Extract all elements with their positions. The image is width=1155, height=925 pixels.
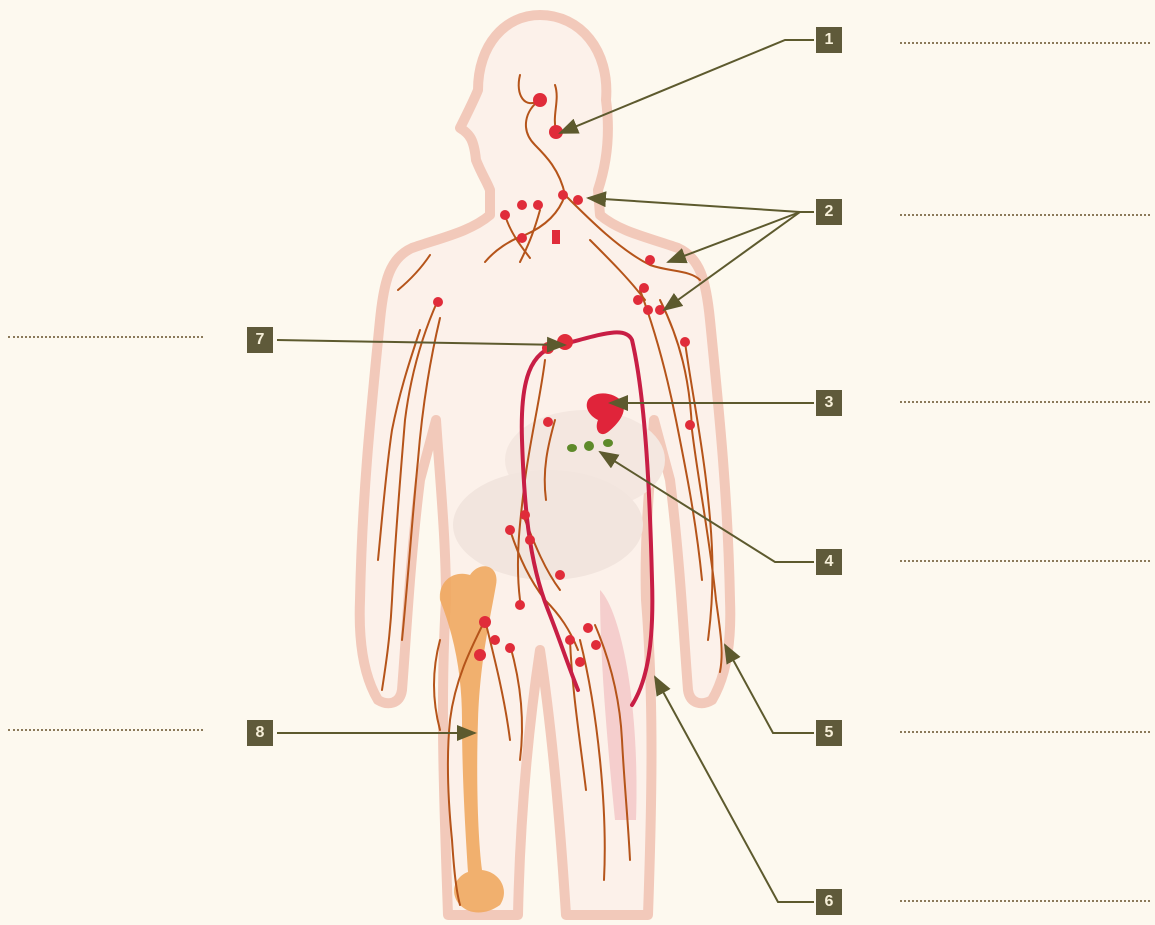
intestine-shape (453, 470, 643, 580)
answer-line-1 (900, 42, 1150, 48)
label-5: 5 (816, 720, 842, 746)
answer-line-2 (900, 214, 1150, 220)
leader-line-2a (588, 198, 814, 212)
leader-line-5 (725, 645, 814, 733)
answer-line-3 (900, 401, 1150, 407)
leader-line-2b (668, 212, 800, 262)
leader-line-6 (655, 677, 814, 902)
answer-line-8 (8, 729, 203, 735)
label-8: 8 (247, 720, 273, 746)
label-6: 6 (816, 889, 842, 915)
label-1: 1 (816, 27, 842, 53)
answer-line-4 (900, 560, 1150, 566)
label-3: 3 (816, 390, 842, 416)
label-2: 2 (816, 199, 842, 225)
answer-line-5 (900, 731, 1150, 737)
label-7: 7 (247, 327, 273, 353)
answer-line-6 (900, 900, 1150, 906)
answer-line-7 (8, 336, 203, 342)
label-4: 4 (816, 549, 842, 575)
